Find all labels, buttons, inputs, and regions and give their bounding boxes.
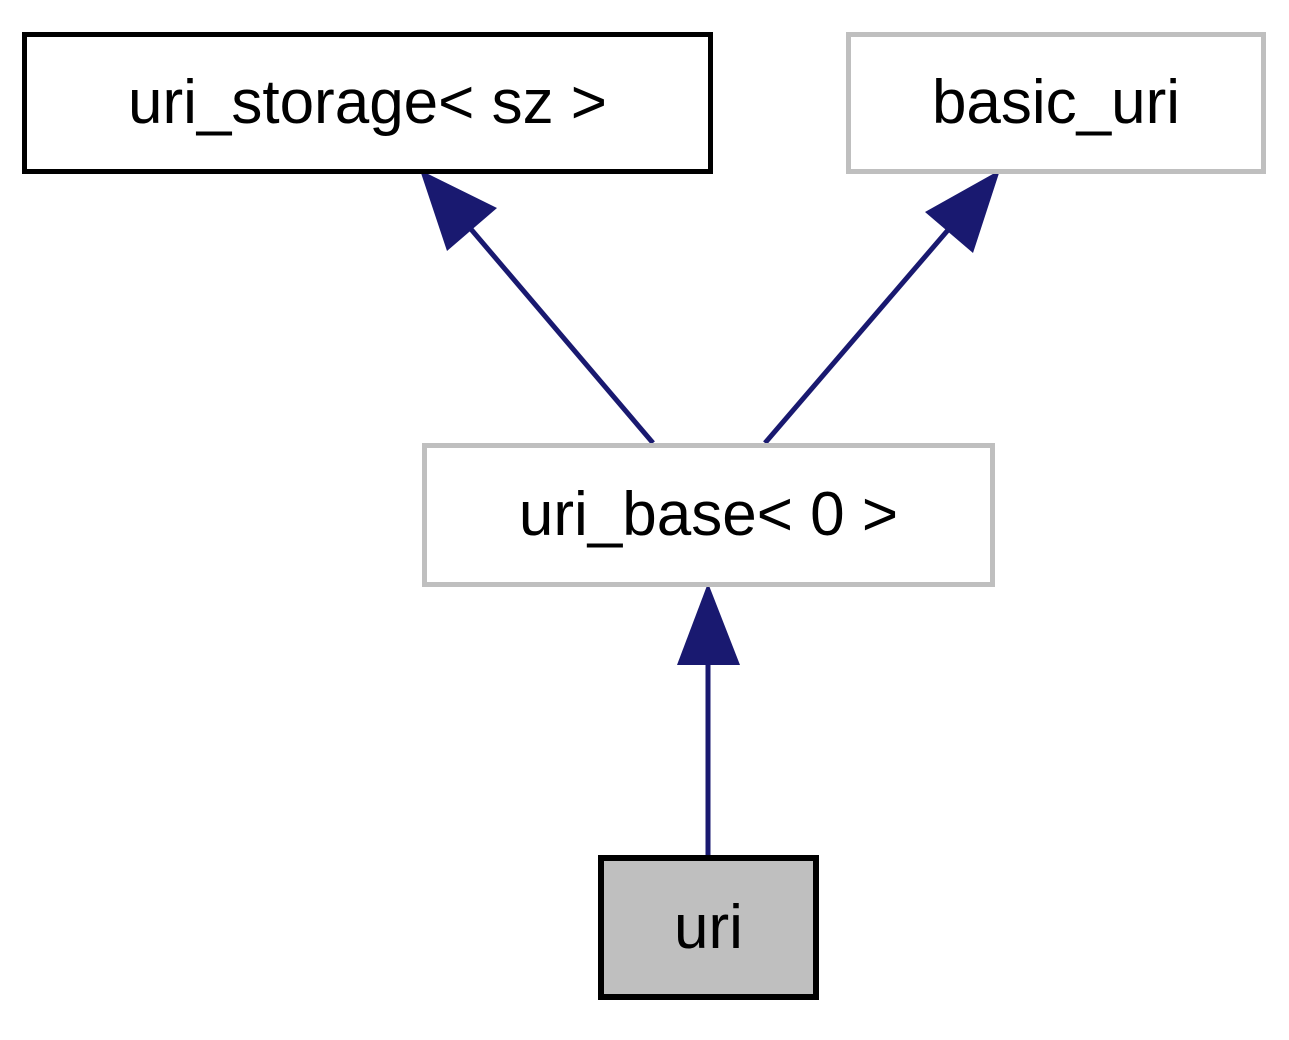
edge-base-to-storage [468,226,655,445]
arrowhead-storage [420,170,497,251]
node-uri-storage[interactable]: uri_storage< sz > [22,32,713,174]
node-uri-storage-label: uri_storage< sz > [127,68,608,137]
node-uri-base-label: uri_base< 0 > [518,480,899,549]
node-basic-uri-label: basic_uri [931,68,1181,137]
node-uri-base: uri_base< 0 > [422,443,995,587]
arrowhead-base [677,583,740,665]
arrowhead-basic [925,170,1000,253]
node-uri-label: uri [674,892,743,962]
node-uri-current: uri [598,855,819,1000]
edge-base-to-basic [763,228,950,445]
node-basic-uri: basic_uri [846,32,1266,174]
